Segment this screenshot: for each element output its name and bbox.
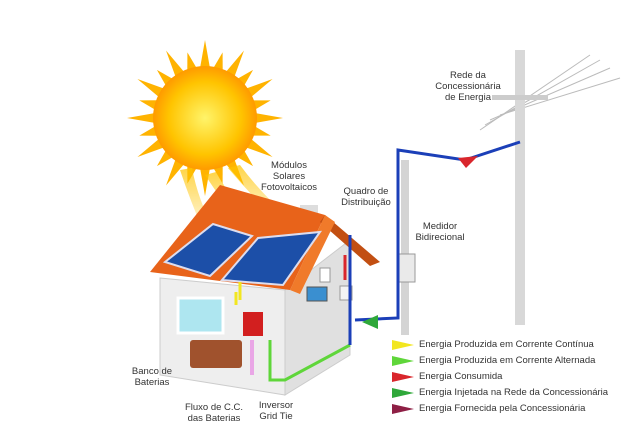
utility-pole <box>515 50 525 325</box>
legend-arrow-icon <box>392 387 414 398</box>
bidirectional-meter <box>396 253 416 283</box>
monitor <box>306 286 328 302</box>
grid-label-line: Rede da <box>450 70 486 81</box>
distribution-label-line: Quadro de <box>343 186 389 197</box>
inverter <box>243 312 263 336</box>
sun-ray <box>245 79 273 98</box>
sun-ray <box>137 138 165 157</box>
sun-ray <box>200 167 210 196</box>
sun-ray <box>166 50 185 78</box>
modules-label-line: Módulos <box>271 160 307 171</box>
grid-cable <box>348 140 521 345</box>
legend-arrow-icon <box>392 371 414 382</box>
dc-flow-label-line: Fluxo de C.C. <box>184 402 244 413</box>
power-lines <box>479 54 621 131</box>
legend-label: Energia Injetada na Rede da Concessionár… <box>419 387 609 398</box>
sun-ray <box>200 40 210 69</box>
distribution-label-line: Distribuição <box>341 197 391 208</box>
modules-label-line: Fotovoltaicos <box>261 182 317 193</box>
legend-item: Energia Produzida em Corrente Contínua <box>392 339 594 350</box>
dc-flow-label-line: das Baterias <box>187 413 241 424</box>
grid-label-line: de Energia <box>445 92 491 103</box>
sun-ray <box>166 158 185 186</box>
sun-ray <box>139 126 159 136</box>
ac-cable <box>268 340 351 382</box>
distribution-label: Quadro de Distribuição <box>341 186 391 208</box>
legend-item: Energia Produzida em Corrente Alternada <box>392 355 595 366</box>
meter-label-line: Bidirecional <box>415 232 465 243</box>
legend-item: Energia Consumida <box>392 371 502 382</box>
dc-flow-label: Fluxo de C.C. das Baterias <box>185 402 243 424</box>
sun-disc <box>153 66 257 170</box>
sun-ray <box>187 52 197 72</box>
dc-cable <box>234 282 242 305</box>
injected-energy-arrow-icon <box>362 315 378 329</box>
legend-arrow-icon <box>392 403 414 414</box>
sun-ray <box>225 50 244 78</box>
window <box>176 296 225 335</box>
battery-label: Banco de Baterias <box>132 366 172 388</box>
grid-label-line: Concessionária <box>435 81 501 92</box>
sun-ray <box>213 164 223 184</box>
sun-ray <box>137 79 165 98</box>
house-front <box>159 277 286 396</box>
grid-label: Rede da Concessionária de Energia <box>435 70 500 103</box>
sun-ray <box>127 113 156 123</box>
meter-label-line: Medidor <box>422 221 458 232</box>
sun-ray <box>213 52 223 72</box>
legend-item: Energia Fornecida pela Concessionária <box>392 403 585 414</box>
legend-label: Energia Consumida <box>419 371 503 382</box>
sun-ray <box>251 126 271 136</box>
roof-gable <box>290 215 335 294</box>
battery-bank <box>190 340 242 368</box>
battery-label-line: Baterias <box>134 377 170 388</box>
inverter-label: Inversor Grid Tie <box>259 400 293 422</box>
sun-ray <box>245 138 273 157</box>
legend-item: Energia Injetada na Rede da Concessionár… <box>392 387 608 398</box>
solar-panel-left <box>162 222 254 278</box>
legend-label: Energia Produzida em Corrente Contínua <box>419 339 594 350</box>
solar-panel-right <box>219 230 323 287</box>
legend-label: Energia Produzida em Corrente Alternada <box>419 355 596 366</box>
inverter-label-line: Inversor <box>258 400 294 411</box>
modules-label-line: Solares <box>272 171 306 182</box>
sun-ray <box>251 100 271 110</box>
battery-label-line: Banco de <box>131 366 173 377</box>
sun-ray <box>139 100 159 110</box>
legend-label: Energia Fornecida pela Concessionária <box>419 403 586 414</box>
meter-label: Medidor Bidirecional <box>415 221 464 243</box>
inverter-label-line: Grid Tie <box>259 411 293 422</box>
service-pole <box>401 160 409 335</box>
pole-crossarm <box>492 95 548 100</box>
consumed-energy-arrow-icon <box>458 156 478 168</box>
outlet-box <box>319 267 331 283</box>
sun-icon <box>127 40 283 196</box>
modules-label: Módulos Solares Fotovoltaicos <box>261 160 317 193</box>
legend-arrow-icon <box>392 355 414 366</box>
legend-arrow-icon <box>392 339 414 350</box>
sun-ray <box>254 113 283 123</box>
